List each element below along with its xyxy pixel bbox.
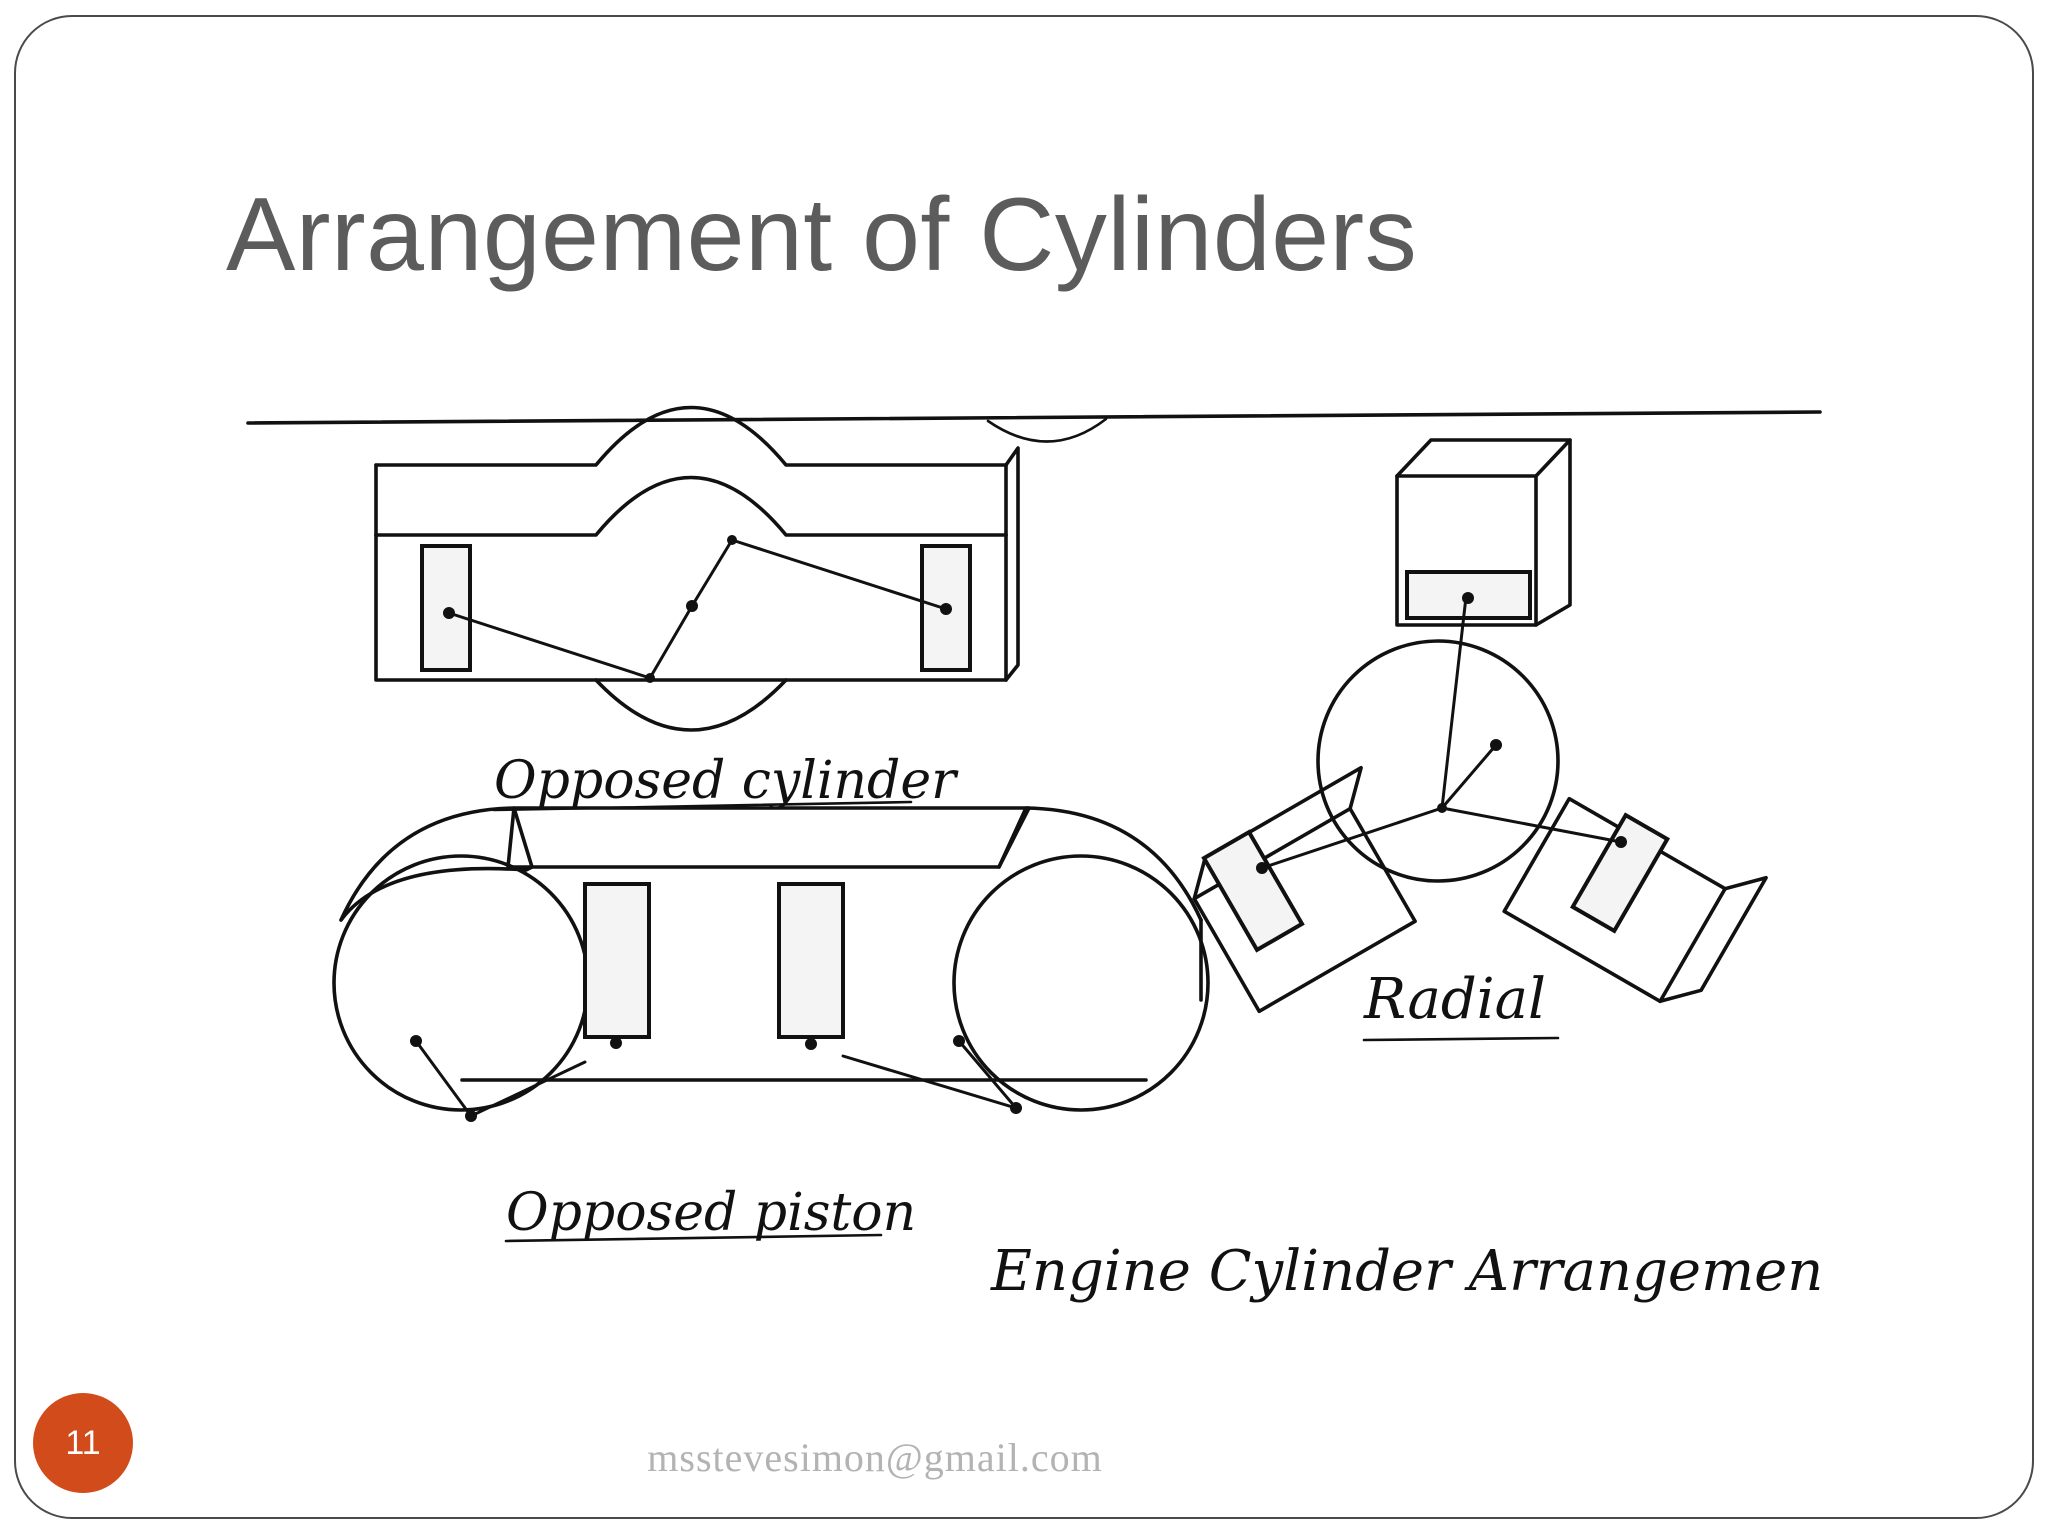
underline-opposed-piston: [504, 1233, 883, 1243]
slide-title: Arrangement of Cylinders: [226, 177, 1418, 293]
radial-engine-drawing: [1192, 438, 1768, 1014]
cylinder-arrangement-sketch: Opposed cylinder Opposed piston: [246, 405, 1826, 1304]
figure-caption: Engine Cylinder Arrangement: [990, 1239, 1826, 1304]
label-radial: Radial: [1363, 967, 1546, 1032]
radial-left-piston: [1201, 829, 1305, 953]
page-number-badge: 11: [33, 1393, 133, 1493]
underline-radial: [1362, 1036, 1560, 1042]
label-opposed-cylinder: Opposed cylinder: [494, 751, 959, 811]
opposed-piston-left-piston: [583, 882, 651, 1039]
opposed-piston-right-piston: [777, 882, 845, 1039]
label-opposed-piston: Opposed piston: [506, 1183, 916, 1243]
slide-frame: [14, 15, 2034, 1519]
top-reference-line: [246, 410, 1822, 443]
opposed-cylinder-drawing: [374, 405, 1020, 732]
opposed-piston-drawing: [332, 806, 1210, 1122]
radial-right-piston: [1569, 812, 1671, 934]
footer-email: msstevesimon@gmail.com: [647, 1435, 1103, 1480]
